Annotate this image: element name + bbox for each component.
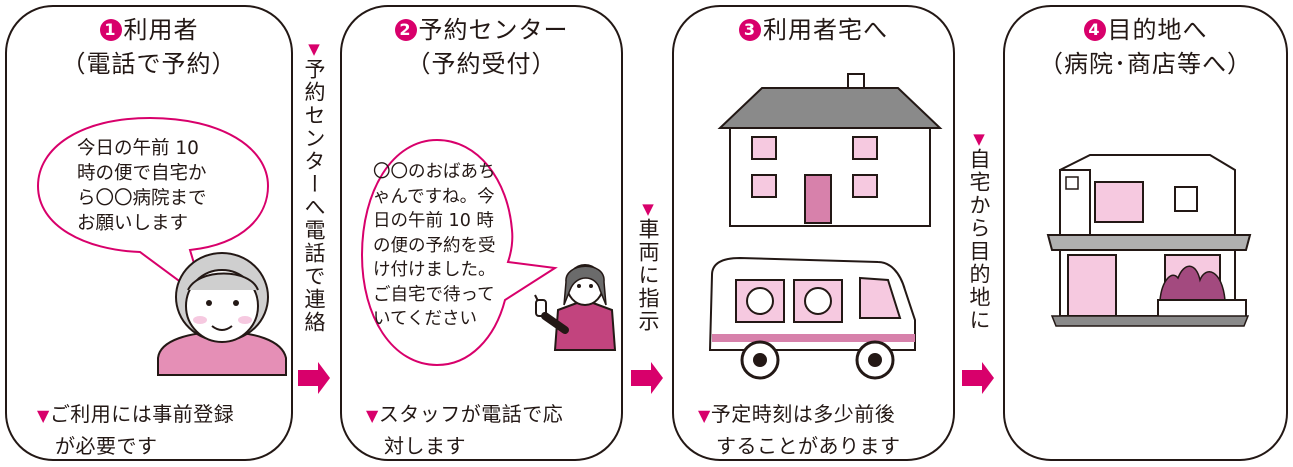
speech-bubble-2 xyxy=(360,138,558,367)
step-number-badge: 2 xyxy=(394,19,417,41)
step-number-badge: 3 xyxy=(739,19,761,41)
arrow-right-icon xyxy=(962,362,994,394)
speech-bubble-2-text: 〇〇のおばあち ゃんですね。今 日の午前 10 時 の便の予約を受 け付けました… xyxy=(373,162,496,329)
speech-bubble-1 xyxy=(36,116,270,303)
step-2-note: ▼スタッフが電話で応 対します xyxy=(366,402,564,458)
hospital-icon xyxy=(1046,154,1252,327)
connector-1-label: ▼予約センターへ電話で連絡 xyxy=(302,40,326,334)
arrow-right-icon xyxy=(298,362,330,394)
step-number-badge: 1 xyxy=(99,19,122,41)
arrow-right-icon xyxy=(631,362,663,394)
step-3-note: ▼予定時刻は多少前後 することがあります xyxy=(698,402,901,458)
step-number-badge: 4 xyxy=(1083,19,1106,41)
step-1-note: ▼ご利用には事前登録 が必要です xyxy=(37,402,235,458)
grandma-icon xyxy=(157,252,287,376)
speech-bubble-1-text: 今日の午前 10 時の便で自宅か ら〇〇病院まで お願いします xyxy=(77,138,207,234)
connector-2-label: ▼車両に指示 xyxy=(636,200,660,333)
van-icon xyxy=(708,256,916,380)
operator-icon xyxy=(534,264,617,351)
house-icon xyxy=(717,73,943,227)
connector-3-label: ▼自宅から目的地に xyxy=(967,130,991,332)
